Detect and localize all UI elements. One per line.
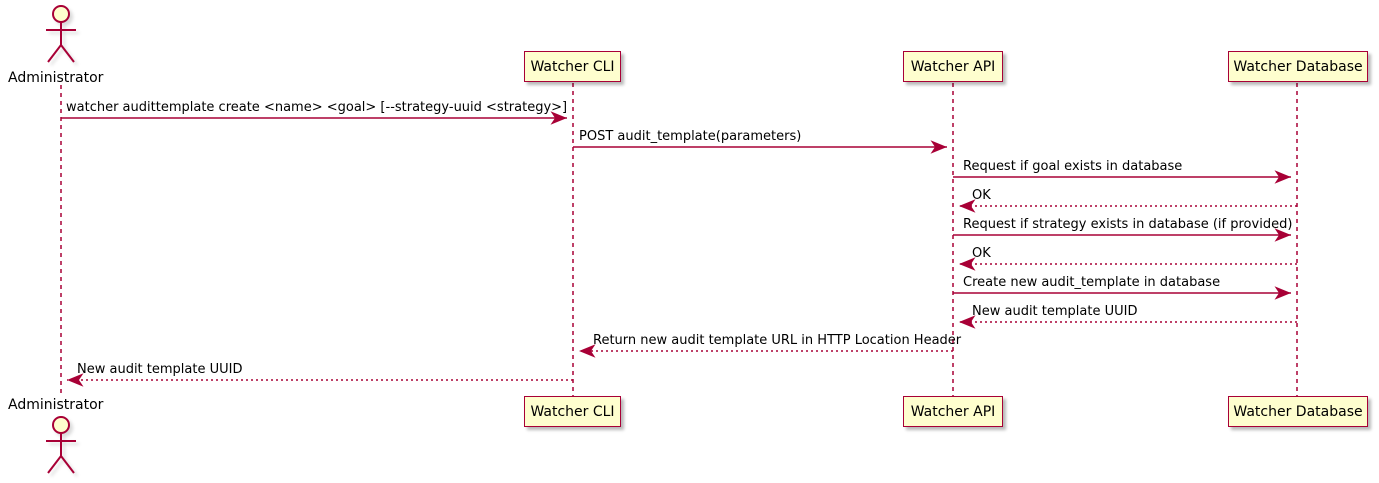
lifelines — [60, 83, 1298, 396]
message-label-6: OK — [972, 246, 991, 261]
participant-box-watcher-database-top[interactable]: Watcher Database — [1228, 51, 1368, 82]
message-label-10: New audit template UUID — [77, 362, 243, 377]
participant-box-watcher-cli-top[interactable]: Watcher CLI — [524, 51, 621, 82]
message-label-8: New audit template UUID — [972, 304, 1138, 319]
participant-box-watcher-cli-bottom[interactable]: Watcher CLI — [524, 396, 621, 427]
participant-label-watcher-cli: Watcher CLI — [530, 403, 615, 420]
actor-administrator-bottom — [46, 416, 79, 477]
participant-box-watcher-database-bottom[interactable]: Watcher Database — [1228, 396, 1368, 427]
message-label-9: Return new audit template URL in HTTP Lo… — [593, 333, 962, 348]
participant-label-watcher-database: Watcher Database — [1233, 58, 1363, 75]
actor-administrator-top — [46, 5, 79, 66]
participant-label-watcher-cli: Watcher CLI — [530, 58, 615, 75]
actor-label-administrator-top: Administrator — [8, 70, 104, 86]
participant-box-watcher-api-top[interactable]: Watcher API — [903, 51, 1003, 82]
message-label-7: Create new audit_template in database — [963, 275, 1221, 290]
message-label-2: POST audit_template(parameters) — [579, 129, 802, 144]
message-label-1: watcher audittemplate create <name> <goa… — [66, 100, 568, 115]
actor-head-icon — [52, 416, 70, 434]
message-label-4: OK — [972, 188, 991, 203]
message-label-5: Request if strategy exists in database (… — [963, 217, 1293, 232]
message-arrows — [61, 111, 1297, 387]
participant-box-watcher-api-bottom[interactable]: Watcher API — [903, 396, 1003, 427]
participant-label-watcher-api: Watcher API — [910, 403, 996, 420]
actor-head-icon — [52, 5, 70, 23]
participant-label-watcher-database: Watcher Database — [1233, 403, 1363, 420]
message-label-3: Request if goal exists in database — [963, 159, 1183, 174]
actor-label-administrator-bottom: Administrator — [8, 397, 104, 413]
participant-label-watcher-api: Watcher API — [910, 58, 996, 75]
